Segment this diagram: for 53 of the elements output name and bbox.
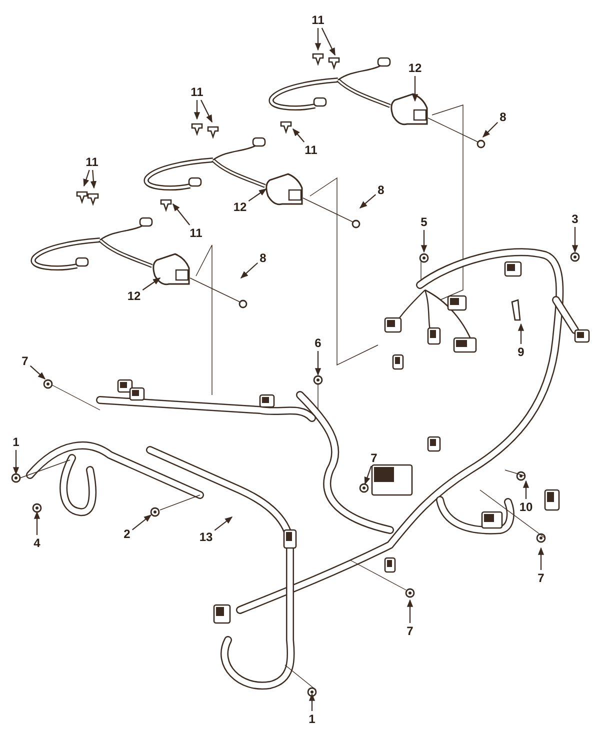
callout-number: 5 xyxy=(420,215,428,229)
leader-line xyxy=(321,28,336,56)
callout-number: 8 xyxy=(378,183,384,197)
callout-number: 11 xyxy=(190,226,202,240)
callout-number: 7 xyxy=(22,354,28,368)
callout-number: 7 xyxy=(370,451,378,465)
callout-number: 6 xyxy=(314,336,322,350)
leader-line xyxy=(194,100,200,120)
leader-line xyxy=(90,170,97,189)
callout-number: 4 xyxy=(34,536,40,550)
leader-line xyxy=(412,76,418,102)
callout-number: 11 xyxy=(312,13,324,27)
callout-number: 11 xyxy=(304,143,318,157)
leader-line xyxy=(518,323,524,344)
leader-line xyxy=(248,188,267,202)
leader-line xyxy=(314,351,322,376)
leader-line xyxy=(214,516,233,531)
leader-line xyxy=(132,514,152,530)
callout-number: 8 xyxy=(260,251,266,265)
leader-line xyxy=(572,227,578,253)
callout-number: 2 xyxy=(124,527,130,541)
leader-line xyxy=(292,128,305,142)
callout-number: 12 xyxy=(408,61,422,75)
callout-number: 7 xyxy=(406,624,414,638)
leader-line xyxy=(200,100,212,123)
leader-line xyxy=(359,194,376,208)
callout-number: 10 xyxy=(519,500,533,514)
leader-line xyxy=(12,450,20,475)
leader-line xyxy=(522,480,530,499)
callout-number: 7 xyxy=(538,571,544,585)
leader-line xyxy=(538,547,544,570)
callout-number: 3 xyxy=(572,212,578,226)
callout-number: 1 xyxy=(308,712,316,726)
callout-number: 12 xyxy=(233,200,247,214)
callout-number: 11 xyxy=(190,85,204,99)
callout-number: 9 xyxy=(518,345,524,359)
leader-line xyxy=(420,230,428,253)
leader-line xyxy=(308,693,316,711)
leader-line xyxy=(240,262,258,279)
callout-number: 11 xyxy=(86,155,98,169)
leader-line xyxy=(30,365,46,380)
leader-line xyxy=(83,170,90,187)
leader-line xyxy=(172,203,190,226)
callout-number: 1 xyxy=(12,435,20,449)
leader-line xyxy=(314,28,322,51)
callout-number: 13 xyxy=(199,530,213,544)
leader-line xyxy=(142,278,161,290)
leader-line xyxy=(406,599,414,623)
callout-number: 8 xyxy=(500,110,506,124)
leader-line xyxy=(482,122,498,138)
callout-number: 12 xyxy=(127,289,141,303)
leader-line xyxy=(34,511,40,535)
leader-line xyxy=(364,466,372,485)
